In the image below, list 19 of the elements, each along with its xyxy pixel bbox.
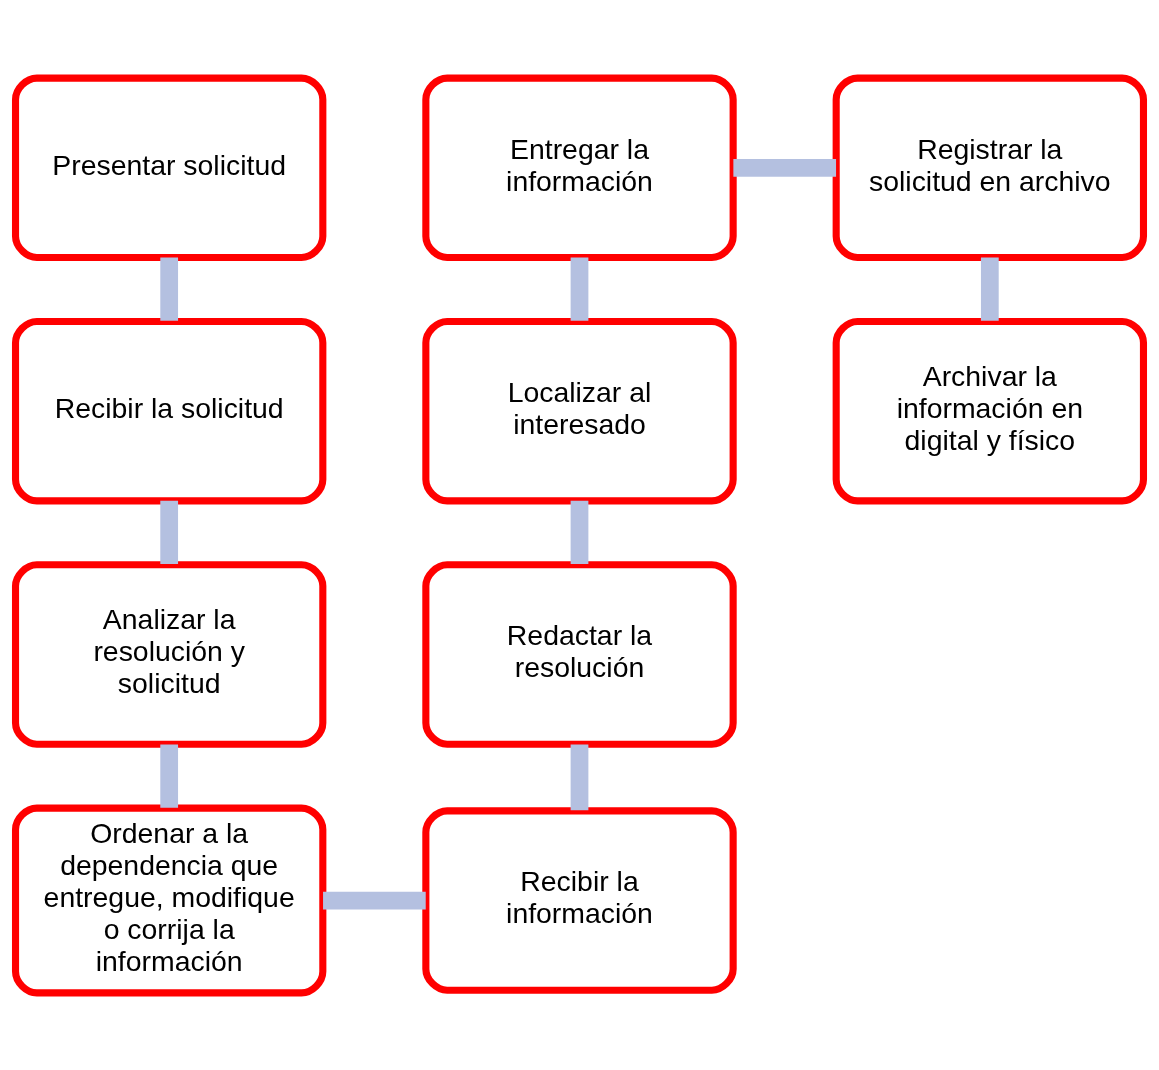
connector: [570, 500, 589, 564]
connector: [160, 500, 179, 564]
connector: [160, 257, 179, 321]
node-box: Archivar la información en digital y físico: [832, 317, 1148, 504]
connector: [980, 257, 999, 321]
node-box: Entregar la información: [422, 74, 737, 261]
node-box: Registrar la solicitud en archivo: [832, 74, 1148, 261]
node-box: Ordenar a la dependencia que entregue, modifique o corrija la información: [11, 804, 327, 996]
connector: [570, 257, 589, 321]
node-box: Localizar al interesado: [422, 317, 737, 504]
connector: [733, 158, 837, 177]
node-box: Redactar la resolución: [422, 560, 737, 748]
node-box: Presentar solicitud: [11, 74, 327, 261]
node-box: Recibir la información: [422, 806, 737, 994]
node-box: Analizar la resolución y solicitud: [11, 560, 327, 748]
connector: [160, 744, 179, 808]
connector: [570, 744, 589, 810]
node-box: Recibir la solicitud: [11, 317, 327, 504]
connector: [323, 891, 426, 909]
